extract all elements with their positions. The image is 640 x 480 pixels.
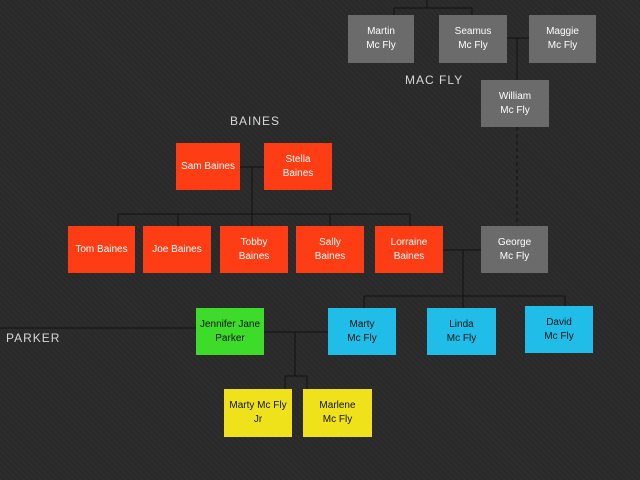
person-sam-baines[interactable]: Sam Baines (176, 143, 240, 190)
person-stella-baines[interactable]: Stella Baines (264, 143, 332, 190)
person-maggie-mcfly[interactable]: Maggie Mc Fly (529, 15, 596, 63)
family-label-baines: BAINES (230, 114, 281, 128)
person-tom-baines[interactable]: Tom Baines (68, 226, 135, 273)
person-george-mcfly[interactable]: George Mc Fly (481, 226, 548, 273)
person-seamus-mcfly[interactable]: Seamus Mc Fly (439, 15, 507, 63)
person-marty-mcfly[interactable]: Marty Mc Fly (328, 308, 396, 355)
person-marlene-mcfly[interactable]: Marlene Mc Fly (303, 389, 372, 437)
person-william-mcfly[interactable]: William Mc Fly (481, 80, 549, 127)
person-linda-mcfly[interactable]: Linda Mc Fly (427, 308, 496, 355)
person-tobby-baines[interactable]: Tobby Baines (220, 226, 288, 273)
family-label-parker: PARKER (6, 331, 61, 345)
person-joe-baines[interactable]: Joe Baines (143, 226, 211, 273)
person-lorraine-baines[interactable]: Lorraine Baines (375, 226, 443, 273)
person-marty-mcfly-jr[interactable]: Marty Mc Fly Jr (224, 389, 292, 437)
family-label-macfly: MAC FLY (405, 73, 464, 87)
person-martin-mcfly[interactable]: Martin Mc Fly (348, 15, 414, 63)
person-sally-baines[interactable]: Sally Baines (296, 226, 364, 273)
person-jennifer-parker[interactable]: Jennifer Jane Parker (196, 308, 264, 355)
person-david-mcfly[interactable]: David Mc Fly (525, 306, 593, 353)
